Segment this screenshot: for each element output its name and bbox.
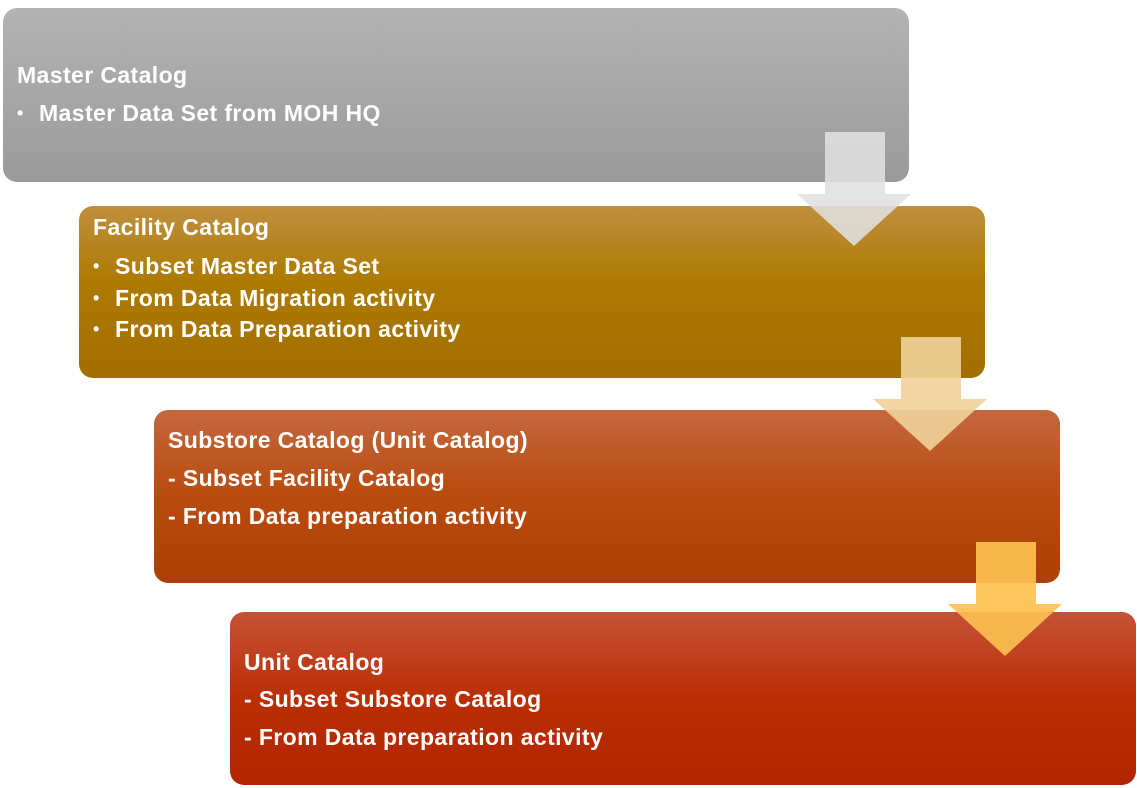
substore-catalog-item-1: - Subset Facility Catalog: [168, 465, 446, 491]
unit-catalog-title: Unit Catalog: [244, 649, 385, 675]
down-arrow-icon-2: [873, 337, 987, 451]
substore-catalog-title: Substore Catalog (Unit Catalog): [168, 427, 528, 453]
unit-catalog-item-1: - Subset Substore Catalog: [244, 686, 542, 712]
facility-catalog-item-2: From Data Migration activity: [93, 285, 435, 312]
down-arrow-shape-2: [873, 337, 987, 451]
facility-catalog-item-3: From Data Preparation activity: [93, 316, 461, 343]
substore-catalog-box: Substore Catalog (Unit Catalog) - Subset…: [154, 410, 1060, 583]
master-catalog-box: Master Catalog Master Data Set from MOH …: [3, 8, 909, 182]
unit-catalog-box: Unit Catalog - Subset Substore Catalog -…: [230, 612, 1136, 785]
substore-catalog-item-2: - From Data preparation activity: [168, 503, 528, 529]
down-arrow-icon-3: [948, 542, 1062, 656]
unit-catalog-item-2: - From Data preparation activity: [244, 724, 604, 750]
down-arrow-icon-1: [797, 132, 911, 246]
facility-catalog-item-1: Subset Master Data Set: [93, 253, 379, 280]
down-arrow-shape-1: [797, 132, 911, 246]
master-catalog-item-1: Master Data Set from MOH HQ: [17, 100, 381, 127]
master-catalog-title: Master Catalog: [17, 62, 188, 88]
facility-catalog-title: Facility Catalog: [93, 214, 270, 240]
down-arrow-shape-3: [948, 542, 1062, 656]
facility-catalog-box: Facility Catalog Subset Master Data Set …: [79, 206, 985, 378]
